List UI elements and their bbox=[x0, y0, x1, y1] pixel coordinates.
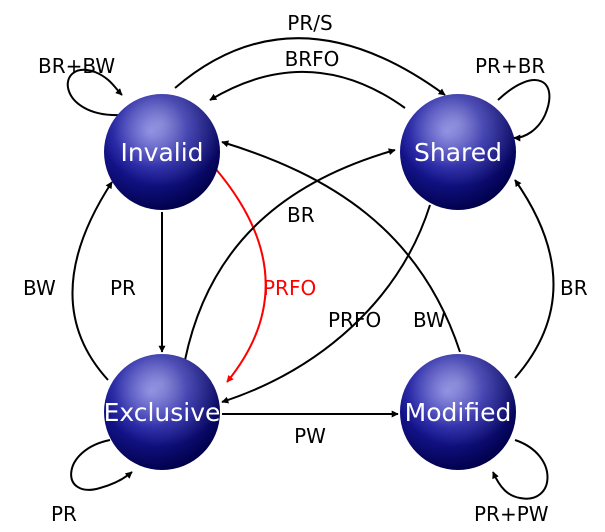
edge-prfo-center bbox=[221, 204, 431, 404]
label-pr-mid: PR bbox=[110, 276, 136, 300]
edge-bw-left bbox=[71, 181, 113, 381]
state-label-shared: Shared bbox=[414, 138, 502, 167]
state-modified[interactable]: Modified bbox=[400, 354, 516, 470]
state-invalid[interactable]: Invalid bbox=[104, 94, 220, 210]
label-prfo-center: PRFO bbox=[328, 308, 381, 332]
edge-pr-loop bbox=[70, 439, 133, 491]
label-pr-pw: PR+PW bbox=[474, 502, 549, 526]
edge-bw-center bbox=[221, 140, 461, 353]
edge-br-bw-loop bbox=[66, 69, 123, 117]
edge-brfo bbox=[209, 70, 406, 109]
label-bw-left: BW bbox=[23, 276, 56, 300]
label-br-bw: BR+BW bbox=[38, 54, 115, 78]
edge-prfo-red bbox=[214, 167, 267, 383]
state-label-modified: Modified bbox=[405, 398, 512, 427]
state-exclusive[interactable]: Exclusive bbox=[104, 354, 221, 470]
label-br-center: BR bbox=[287, 203, 315, 227]
edge-pr-br-loop bbox=[497, 79, 551, 142]
label-brfo: BRFO bbox=[285, 47, 340, 71]
label-br-right: BR bbox=[560, 276, 588, 300]
label-pw: PW bbox=[294, 424, 326, 448]
state-shared[interactable]: Shared bbox=[400, 94, 516, 210]
label-pr-s: PR/S bbox=[287, 11, 332, 35]
edge-pr-s bbox=[174, 37, 446, 96]
label-bw-center: BW bbox=[413, 308, 446, 332]
state-label-invalid: Invalid bbox=[120, 138, 203, 167]
label-prfo-red: PRFO bbox=[263, 276, 316, 300]
label-pr-loop: PR bbox=[51, 502, 77, 526]
state-label-exclusive: Exclusive bbox=[104, 398, 221, 427]
edge-br-right bbox=[514, 179, 555, 379]
edge-br-center bbox=[184, 148, 396, 361]
edge-pr-pw-loop bbox=[492, 439, 549, 500]
label-pr-br: PR+BR bbox=[475, 54, 545, 78]
